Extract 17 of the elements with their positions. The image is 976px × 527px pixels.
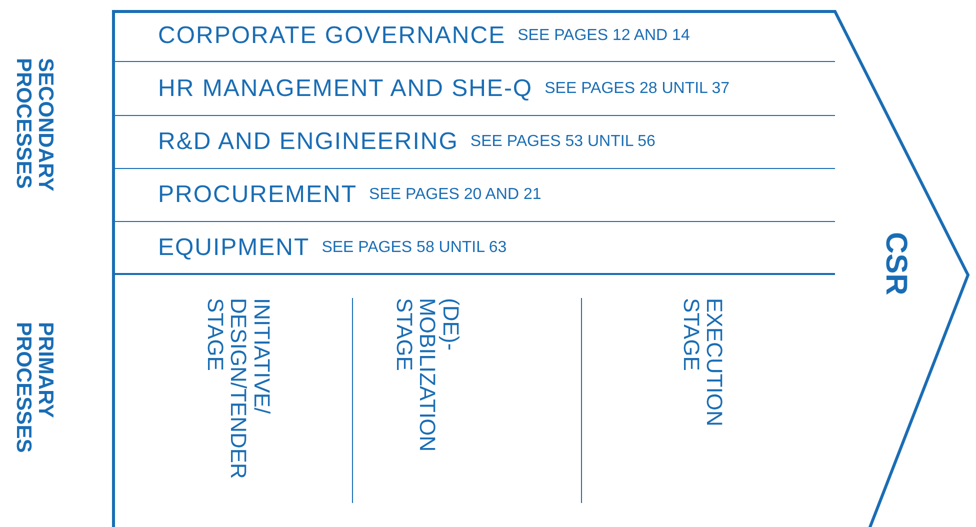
process-title: CORPORATE GOVERNANCE — [158, 22, 506, 50]
process-title: HR MANAGEMENT AND SHE-Q — [158, 74, 533, 102]
page-reference: SEE PAGES 12 AND 14 — [518, 26, 690, 44]
process-title: R&D AND ENGINEERING — [158, 128, 458, 156]
stage-label: INITIATIVE/ DESIGN/TENDER STAGE — [204, 298, 274, 481]
stage-label: (DE)-MOBILIZATION STAGE — [393, 298, 462, 454]
process-title: EQUIPMENT — [158, 234, 310, 262]
side-label: PRIMARY PROCESSES — [12, 322, 56, 455]
page-reference: SEE PAGES 28 UNTIL 37 — [544, 80, 730, 98]
side-label: SECONDARY PROCESSES — [12, 58, 56, 194]
page-reference: SEE PAGES 53 UNTIL 56 — [470, 133, 656, 151]
stage-label: EXECUTION STAGE — [680, 298, 726, 428]
chevron-shape — [112, 10, 972, 527]
page-reference: SEE PAGES 58 UNTIL 63 — [322, 238, 507, 256]
process-title: PROCUREMENT — [158, 181, 358, 209]
heading-text: CSR — [880, 232, 912, 296]
page-reference: SEE PAGES 20 AND 21 — [369, 186, 542, 204]
